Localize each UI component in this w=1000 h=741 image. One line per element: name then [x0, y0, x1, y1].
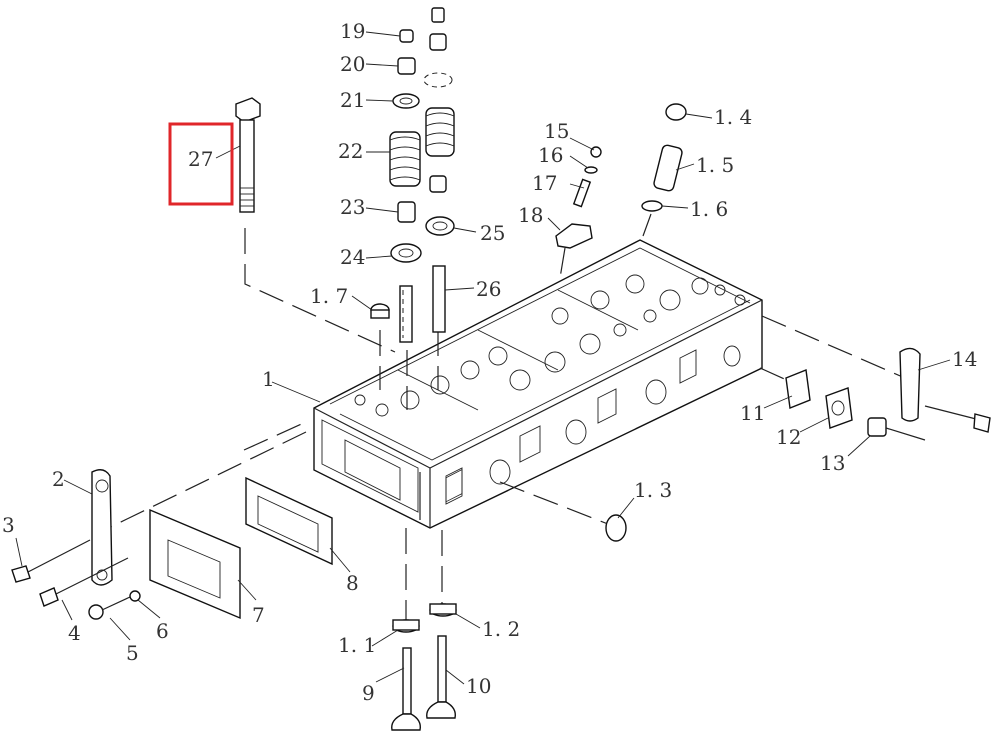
label-16: 16 [538, 143, 563, 167]
highlight-box-27 [168, 122, 234, 206]
callout-labels: 19 20 21 22 23 24 25 26 27 1. 7 1 2 3 4 … [2, 19, 977, 705]
label-1-3: 1. 3 [634, 478, 672, 502]
label-14: 14 [952, 347, 977, 371]
assembly-lines [91, 213, 906, 620]
valve-spring-stack-left [389, 29, 422, 343]
label-27: 27 [188, 147, 213, 171]
cylinder-head [313, 239, 763, 529]
label-1-2: 1. 2 [482, 617, 520, 641]
label-7: 7 [252, 603, 265, 627]
valve-spring-stack-right [423, 7, 455, 333]
label-15: 15 [544, 119, 569, 143]
label-1: 1 [262, 367, 275, 391]
label-19: 19 [340, 19, 365, 43]
rocker-assembly [555, 146, 602, 249]
label-5: 5 [126, 641, 139, 665]
label-22: 22 [338, 139, 363, 163]
label-10: 10 [466, 674, 491, 698]
label-1-5: 1. 5 [696, 153, 734, 177]
valve-stem-seal-1-7 [370, 303, 390, 319]
label-12: 12 [776, 425, 801, 449]
label-11: 11 [740, 401, 765, 425]
label-1-1: 1. 1 [338, 633, 376, 657]
front-parts [11, 469, 333, 620]
label-24: 24 [340, 245, 365, 269]
label-8: 8 [346, 571, 359, 595]
label-21: 21 [340, 88, 365, 112]
label-1-6: 1. 6 [690, 197, 728, 221]
label-2: 2 [52, 467, 65, 491]
label-18: 18 [518, 203, 543, 227]
label-17: 17 [532, 171, 557, 195]
label-25: 25 [480, 221, 505, 245]
label-26: 26 [476, 277, 501, 301]
head-bolt-27 [235, 97, 261, 213]
sleeve-assembly [641, 103, 687, 212]
label-13: 13 [820, 451, 845, 475]
label-6: 6 [156, 619, 169, 643]
right-parts [785, 347, 991, 441]
plug-1-3 [605, 514, 627, 542]
label-4: 4 [68, 621, 81, 645]
label-23: 23 [340, 195, 365, 219]
label-9: 9 [362, 681, 375, 705]
label-3: 3 [2, 513, 15, 537]
label-1-4: 1. 4 [714, 105, 752, 129]
label-20: 20 [340, 52, 365, 76]
valves [391, 603, 457, 731]
label-1-7: 1. 7 [310, 284, 348, 308]
leader-lines [15, 31, 951, 685]
